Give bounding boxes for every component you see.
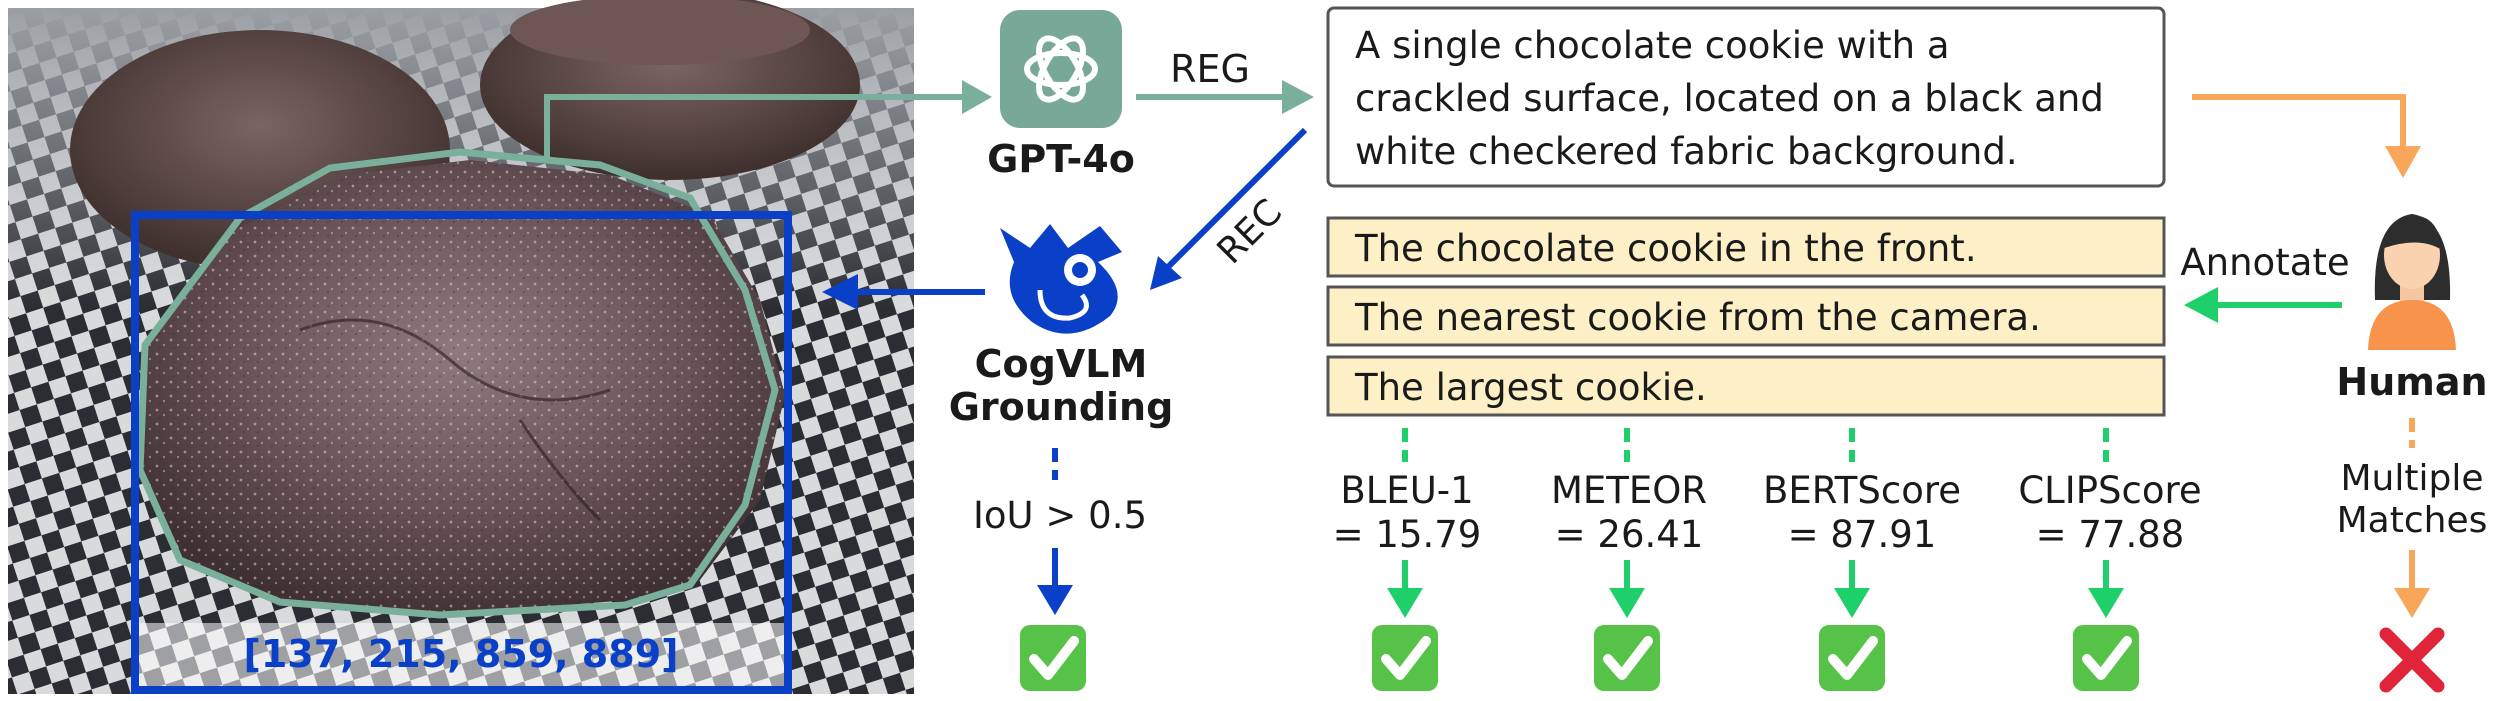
person-icon (2368, 214, 2456, 350)
segmentation-outline (136, 148, 779, 619)
image-to-gpt-arrowhead (962, 80, 992, 114)
metrics-row: BLEU-1 = 15.79 METEOR = 26.41 BERTScore … (1333, 428, 2202, 618)
rec-arrow (1162, 127, 1308, 273)
grounding-label: Grounding (949, 385, 1174, 429)
iou-arrowhead (1037, 585, 1073, 615)
metric-value: = 15.79 (1333, 513, 1482, 556)
check-mark-icon (2073, 625, 2139, 691)
matches-label: Matches (2337, 500, 2488, 541)
cogvlm-node: CogVLM Grounding (949, 224, 1174, 429)
cross-mark-icon (2379, 627, 2445, 693)
chameleon-logo-icon (1000, 224, 1122, 334)
openai-logo-icon (1000, 10, 1122, 128)
metric-name: BLEU-1 (1340, 469, 1473, 512)
generated-caption-line: crackled surface, located on a black and (1355, 77, 2104, 120)
openai-logo-glyph (1024, 35, 1098, 103)
reg-label: REG (1170, 47, 1250, 91)
human-caption-text: The chocolate cookie in the front. (1354, 227, 1977, 270)
caption-to-human-arrow (2192, 94, 2406, 150)
caption-to-human-arrowhead (2385, 146, 2421, 178)
generated-caption-line: white checkered fabric background. (1355, 130, 2018, 173)
metric-arrowhead (2088, 588, 2124, 618)
human-captions: The chocolate cookie in the front. The n… (1326, 216, 2166, 417)
reg-arrowhead (1282, 80, 1314, 114)
cookie-crack (518, 419, 602, 522)
generated-caption-frame (1326, 6, 2166, 188)
background-cookie-top (510, 0, 810, 65)
metric-name: CLIPScore (2018, 469, 2201, 512)
generated-caption-line: A single chocolate cookie with a (1355, 24, 1950, 67)
metric-value: = 87.91 (1788, 513, 1937, 556)
multiple-arrowhead (2394, 588, 2430, 618)
human-caption-text: The nearest cookie from the camera. (1354, 296, 2041, 339)
metric-arrowhead (1609, 588, 1645, 618)
human-node: Human (2336, 214, 2488, 404)
metric-arrowhead (1834, 588, 1870, 618)
metric-value: = 77.88 (2036, 513, 2185, 556)
human-caption-box (1326, 355, 2166, 417)
rec-label: REC (1210, 192, 1291, 273)
human-caption-box (1326, 216, 2166, 278)
human-caption-text: The largest cookie. (1354, 366, 1707, 409)
multiple-label: Multiple (2341, 458, 2484, 499)
result-checks (1020, 625, 2139, 691)
iou-label: IoU > 0.5 (973, 494, 1147, 537)
annotate-arrowhead (2184, 287, 2218, 323)
bounding-box (131, 211, 792, 694)
bbox-label-background (139, 623, 784, 686)
input-photo: [137, 215, 859, 889] (8, 0, 914, 694)
grounding-to-image-arrowhead (822, 274, 858, 310)
metric-name: BERTScore (1763, 469, 1961, 512)
metric-name: METEOR (1551, 469, 1707, 512)
human-label: Human (2336, 360, 2487, 404)
rec-arrowhead (1150, 256, 1182, 290)
gpt-4o-node: GPT-4o (987, 10, 1135, 181)
check-mark-icon (1020, 625, 1086, 691)
check-mark-icon (1372, 625, 1438, 691)
annotate-label: Annotate (2180, 241, 2349, 284)
human-caption-box (1326, 285, 2166, 347)
gpt-4o-label: GPT-4o (987, 137, 1135, 181)
bbox-coordinates: [137, 215, 859, 889] (243, 632, 678, 676)
cookie-crack (299, 318, 611, 402)
metric-arrowhead (1387, 588, 1423, 618)
check-mark-icon (1819, 625, 1885, 691)
cogvlm-label: CogVLM (975, 342, 1148, 386)
generated-caption-box: A single chocolate cookie with a crackle… (1326, 6, 2166, 188)
cookie-texture (140, 160, 785, 615)
image-to-gpt-arrow (544, 94, 962, 160)
check-mark-icon (1594, 625, 1660, 691)
metric-value: = 26.41 (1555, 513, 1704, 556)
